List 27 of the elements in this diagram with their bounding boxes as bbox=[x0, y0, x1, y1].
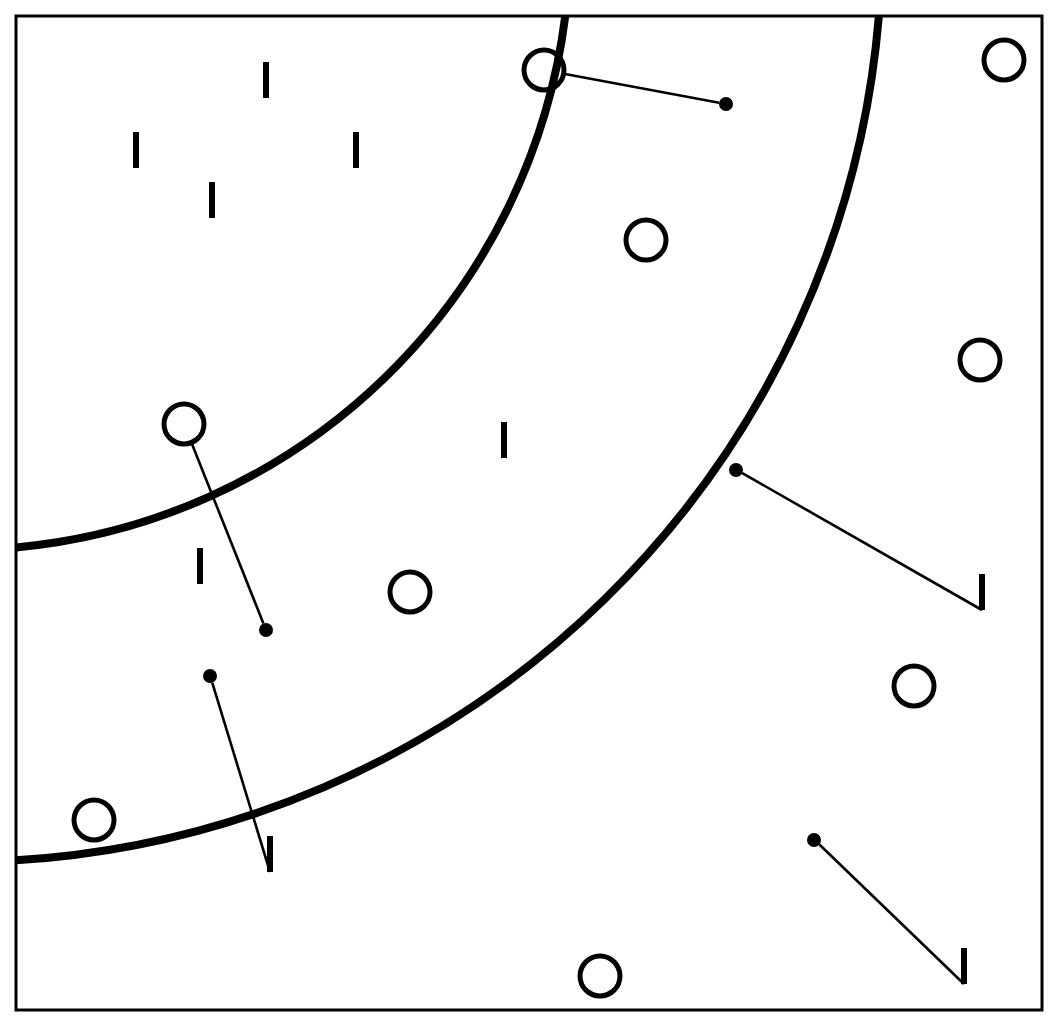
dot-marker bbox=[729, 463, 743, 477]
circle-marker bbox=[981, 37, 1027, 83]
circle-marker bbox=[891, 663, 937, 709]
circle-marker bbox=[577, 953, 623, 999]
path-line bbox=[741, 472, 983, 612]
circle-marker bbox=[71, 797, 117, 843]
path-line bbox=[563, 72, 720, 104]
bar-marker bbox=[263, 62, 269, 98]
bar-marker bbox=[961, 948, 967, 984]
circle-marker bbox=[521, 47, 567, 93]
bar-marker bbox=[209, 182, 215, 218]
bar-marker bbox=[979, 574, 985, 610]
circle-marker bbox=[957, 337, 1003, 383]
bar-marker bbox=[133, 132, 139, 168]
bar-marker bbox=[353, 132, 359, 168]
dot-marker bbox=[807, 833, 821, 847]
circle-marker bbox=[623, 217, 669, 263]
dot-marker bbox=[203, 669, 217, 683]
bar-marker bbox=[501, 422, 507, 458]
bar-marker bbox=[267, 836, 273, 872]
circle-marker bbox=[387, 569, 433, 615]
dot-marker bbox=[259, 623, 273, 637]
circle-marker bbox=[161, 401, 207, 447]
path-line bbox=[190, 442, 265, 624]
path-line bbox=[818, 843, 965, 985]
dot-marker bbox=[719, 97, 733, 111]
bar-marker bbox=[197, 548, 203, 584]
